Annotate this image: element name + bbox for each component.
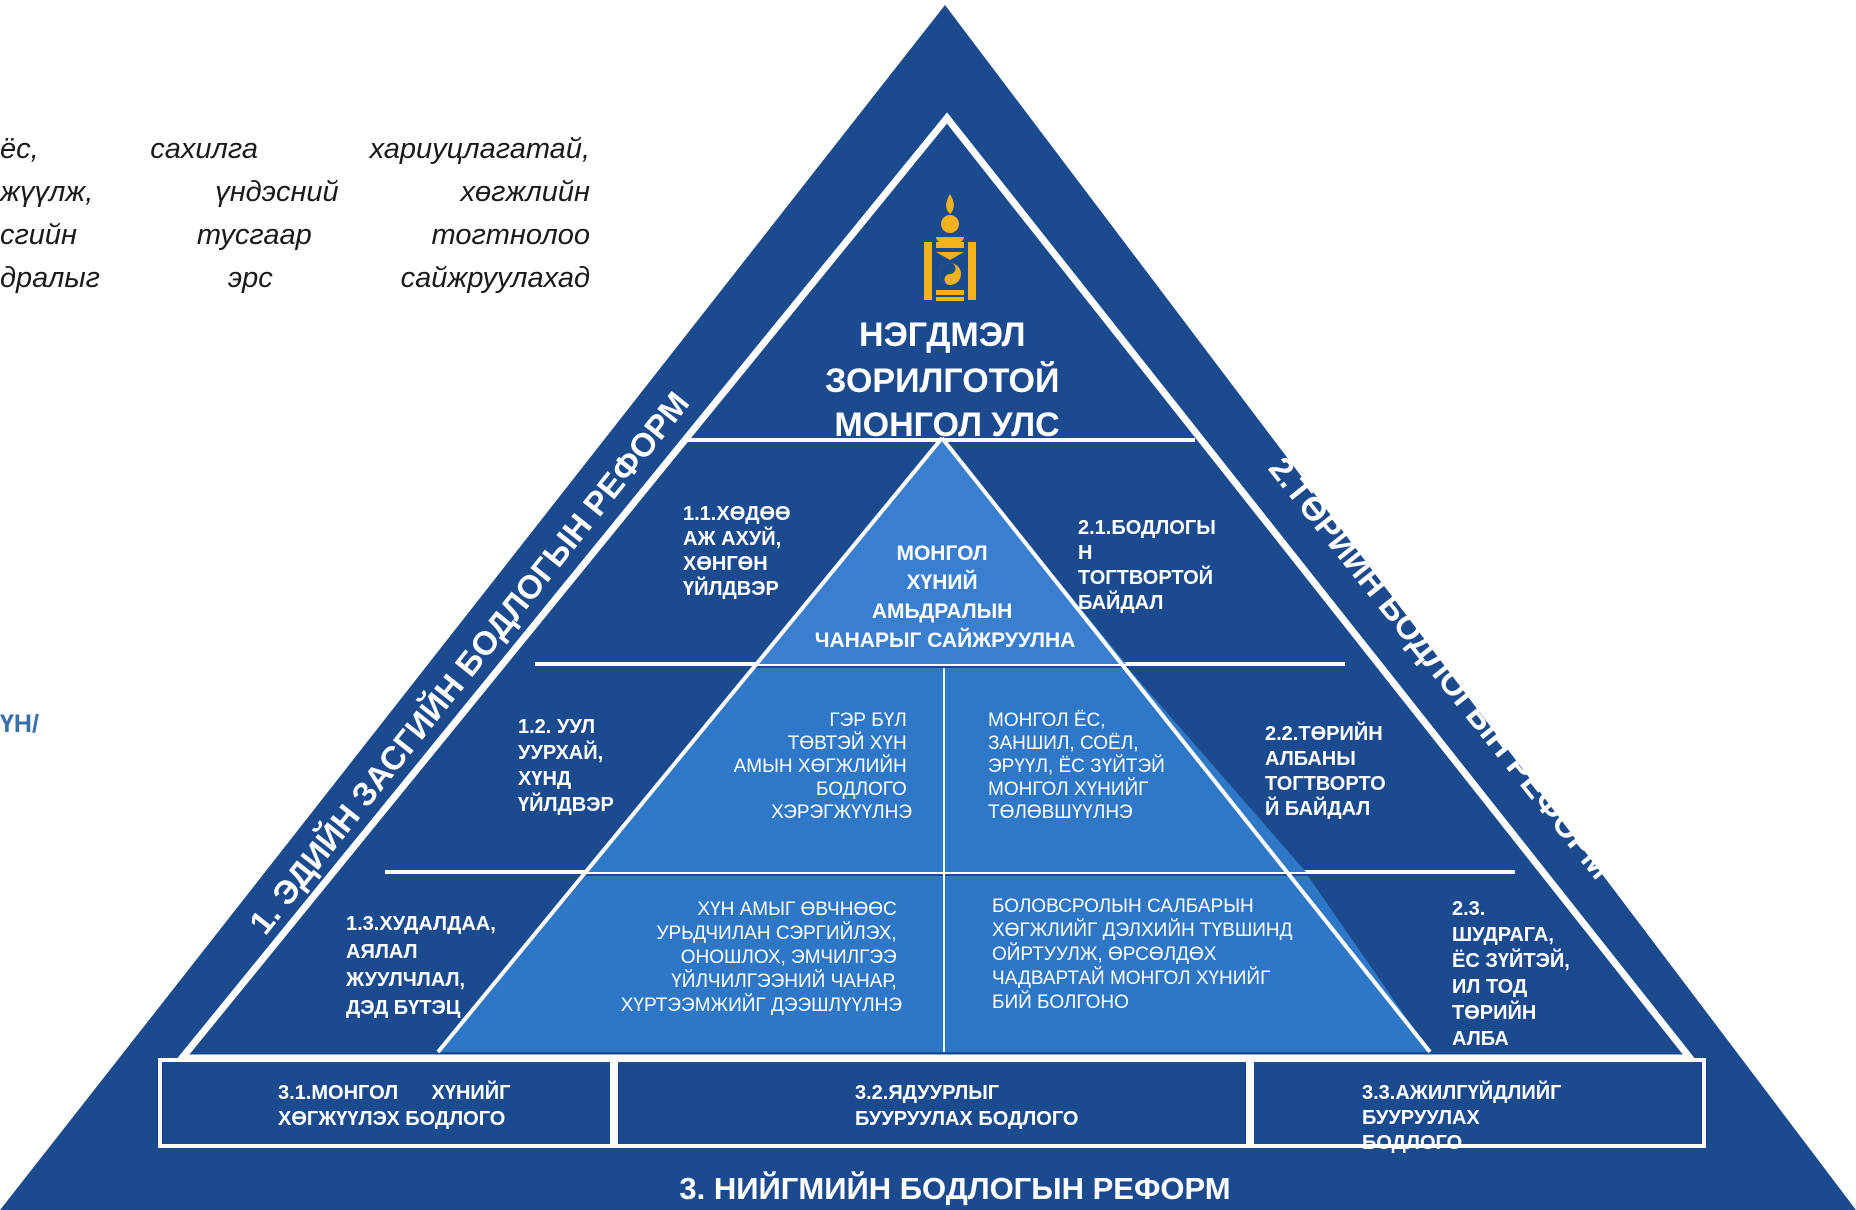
cell-1-1: 1.1.ХӨДӨӨ АЖ АХУЙ, ХӨНГӨН ҮЙЛДВЭР [683, 503, 796, 600]
cell-2-3: 2.3. ШУДРАГА, ЁС ЗҮЙТЭЙ, ИЛ ТОД ТӨРИЙН А… [1452, 898, 1575, 1050]
soyombo-icon [924, 194, 976, 301]
cell-2-2: 2.2.ТӨРИЙН АЛБАНЫ ТОГТВОРТО Й БАЙДАЛ [1265, 721, 1391, 820]
bottom-cell-frame [158, 1058, 614, 1148]
center-outline [940, 436, 1432, 1054]
center-apex-triangle [758, 438, 1126, 664]
cell-1-3: 1.3.ХУДАЛДАА, АЯЛАЛ ЖУУЛЧЛАЛ, ДЭД БҮТЭЦ [345, 913, 501, 1019]
intro-paragraph: ёс, сахилга хариуцлагатай, жүүлж, үндэсн… [0, 128, 590, 300]
apex-title: НЭГДМЭЛ ЗОРИЛГОТОЙ МОНГОЛ УЛС [825, 316, 1069, 444]
intro-line: сгийн тусгаар тогтнолоо [0, 219, 590, 251]
mid-right-text: МОНГОЛ ЁС, ЗАНШИЛ, СОЁЛ, ЭРҮҮЛ, ЁС ЗҮЙТЭ… [988, 710, 1170, 823]
cell-3-3: 3.3.АЖИЛГҮЙДЛИЙГ БУУРУУЛАХ БОДЛОГО [1362, 1080, 1567, 1154]
center-low-trapezoid [438, 876, 1430, 1052]
bottom-cell-frame [614, 1058, 1250, 1148]
intro-line: жүүлж, үндэсний хөгжлийн [0, 176, 590, 208]
low-left-text: ХҮН АМЫГ ӨВЧНӨӨС УРЬДЧИЛАН СЭРГИЙЛЭХ, ОН… [621, 899, 902, 1016]
text-fragment: ҮН/ [0, 710, 39, 738]
center-mid-trapezoid [588, 668, 1306, 872]
cell-2-1: 2.1.БОДЛОГЫ Н ТОГТВОРТОЙ БАЙДАЛ [1078, 517, 1221, 614]
cell-3-1: 3.1.МОНГОЛ ХҮНИЙГ ХӨГЖҮҮЛЭХ БОДЛОГО [0, 0, 538, 1130]
cell-3-2: 3.2.ЯДУУРЛЫГ БУУРУУЛАХ БОДЛОГО [855, 1082, 1078, 1130]
mid-left-text: ГЭР БҮЛ ТӨВТЭЙ ХҮН АМЫН ХӨГЖЛИЙН БОДЛОГО… [734, 710, 912, 823]
cell-1-2: 1.2. УУЛ УУРХАЙ, ХҮНД ҮЙЛДВЭР [518, 716, 614, 816]
bottom-cell-frame [1250, 1058, 1706, 1148]
side-label-social: 3. НИЙГМИЙН БОДЛОГЫН РЕФОРМ [679, 1170, 1230, 1206]
center-goal-label: МОНГОЛ ХҮНИЙ АМЬДРАЛЫН ЧАНАРЫГ САЙЖРУУЛН… [815, 542, 1076, 652]
intro-line: ёс, сахилга хариуцлагатай, [0, 133, 590, 165]
low-right-text: БОЛОВСРОЛЫН САЛБАРЫН ХӨГЖЛИЙГ ДЭЛХИЙН ТҮ… [992, 896, 1298, 1013]
center-outline [436, 436, 944, 1054]
intro-line: дралыг эрс сайжруулахад [0, 262, 590, 294]
